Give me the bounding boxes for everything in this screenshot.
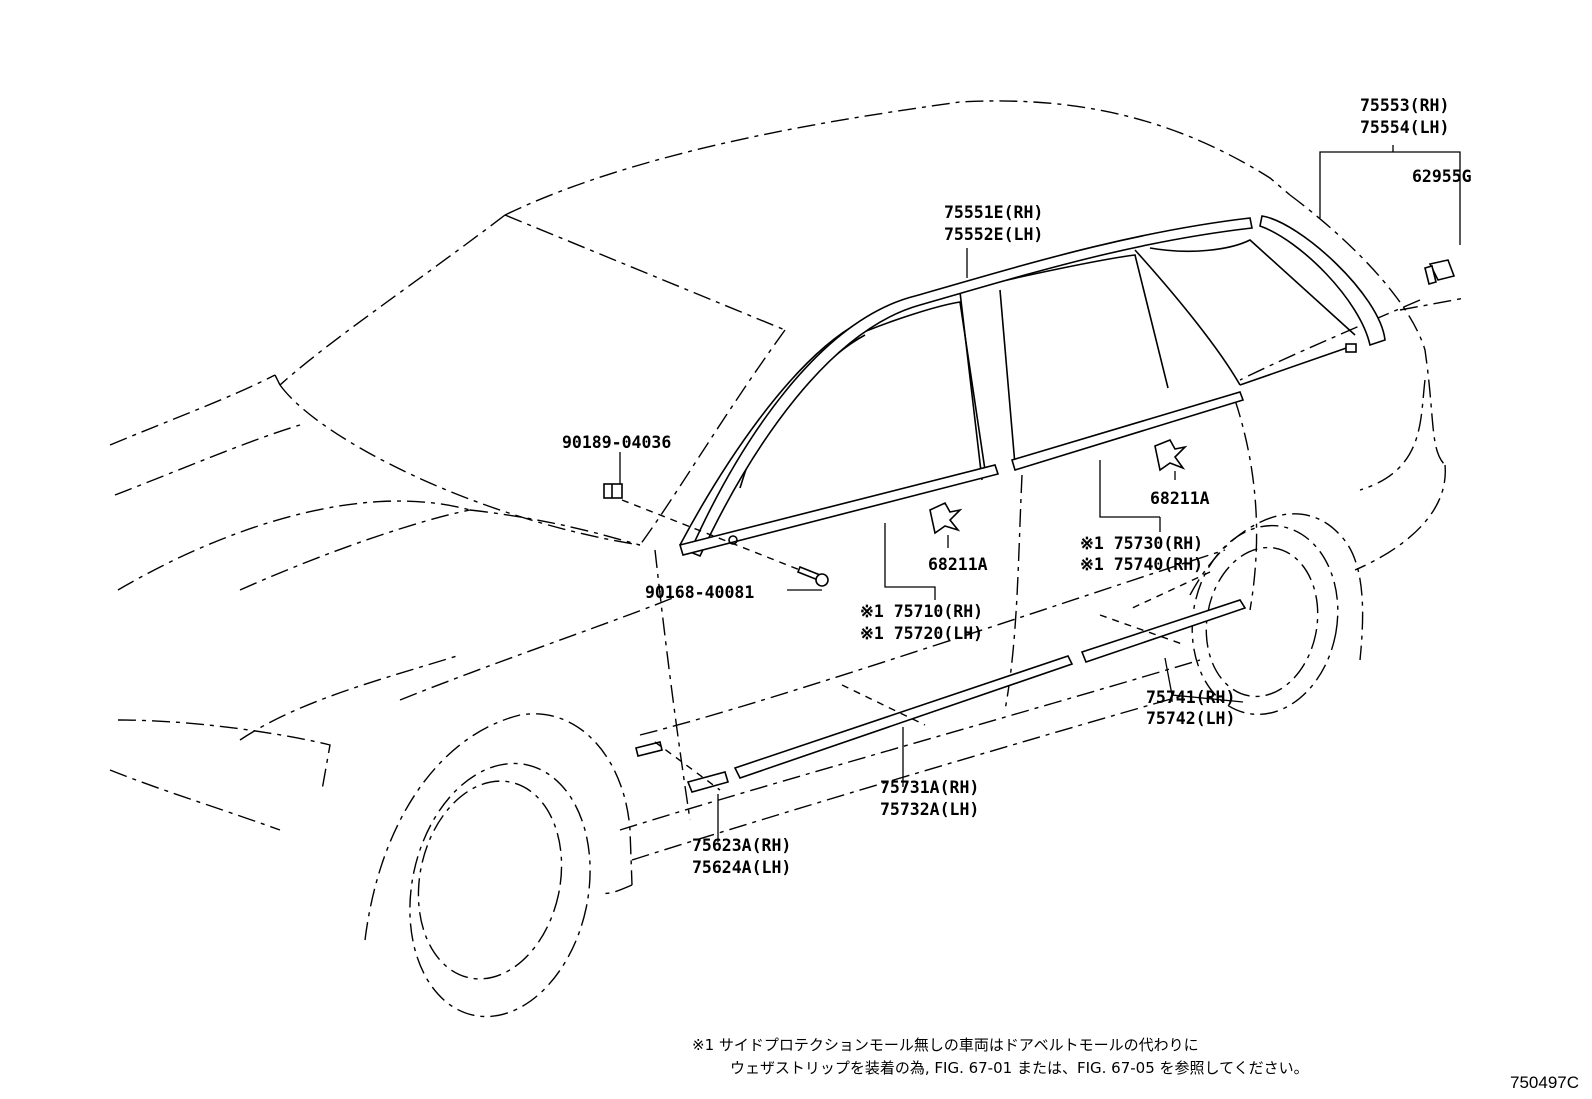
rear-roof-molding [1259,215,1386,353]
rear-belt-molding [1011,391,1245,472]
label-75624a: 75624A(LH) [692,858,791,877]
footnote-line-1: ※1 サイドプロテクションモール無しの車両はドアベルトモールの代わりに [692,1036,1199,1054]
callout-labels: 75553(RH) 75554(LH) 62955G 75551E(RH) 75… [562,96,1472,877]
label-75730: ※1 75730(RH) [1080,534,1203,553]
label-75710: ※1 75710(RH) [860,602,983,621]
label-75742: 75742(LH) [1146,709,1235,728]
roof-drip-molding [688,217,1253,558]
label-75732a: 75732A(LH) [880,800,979,819]
footnote-line-2: ウェザストリップを装着の為, FIG. 67-01 または、FIG. 67-05… [730,1059,1309,1077]
clip-90189 [603,483,623,499]
car-outline [109,100,1466,1018]
front-door-side-molding [733,655,1074,779]
label-75731a: 75731A(RH) [880,778,979,797]
label-90189: 90189-04036 [562,433,671,452]
label-75553: 75553(RH) [1360,96,1449,115]
label-62955g: 62955G [1412,167,1472,186]
label-75552e: 75552E(LH) [944,225,1043,244]
label-75554: 75554(LH) [1360,118,1449,137]
clip-62955g [1424,259,1456,285]
label-75740: ※1 75740(RH) [1080,555,1203,574]
footnote: ※1 サイドプロテクションモール無しの車両はドアベルトモールの代わりに ウェザス… [692,1036,1309,1077]
label-75741: 75741(RH) [1146,688,1235,707]
label-75623a: 75623A(RH) [692,836,791,855]
clip-68211a-front [929,501,963,535]
label-75720: ※1 75720(LH) [860,624,983,643]
rocker-strip [635,741,663,757]
rear-door-side-molding [1080,599,1247,664]
label-75551e: 75551E(RH) [944,203,1043,222]
screw-90168 [796,565,829,587]
label-90168: 90168-40081 [645,583,754,602]
label-68211a-rear: 68211A [1150,489,1210,508]
label-68211a-front: 68211A [928,555,988,574]
figure-code: 750497C [1510,1073,1579,1092]
clip-68211a-rear [1154,438,1188,472]
leader-lines [619,145,1461,842]
